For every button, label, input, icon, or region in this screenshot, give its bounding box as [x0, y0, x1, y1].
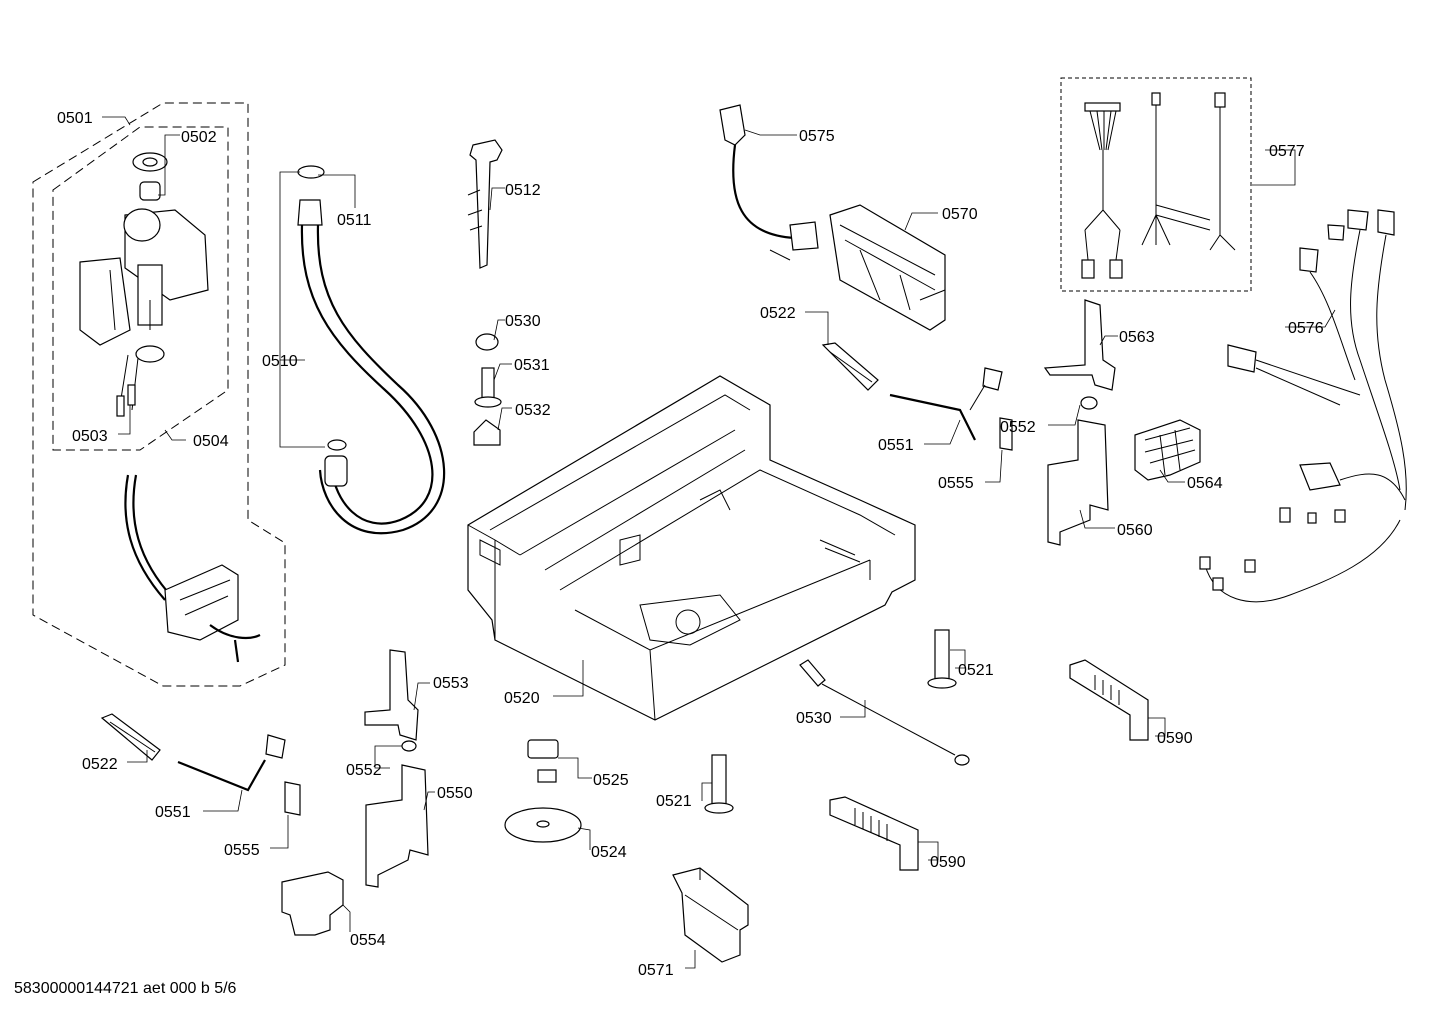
label-0571: 0571 — [638, 962, 674, 979]
label-0555-lower: 0555 — [224, 842, 260, 859]
wiring-harness-0576-drawing — [1199, 209, 1407, 603]
wiring-group-0577 — [1060, 77, 1252, 292]
label-0522-upper: 0522 — [760, 305, 796, 322]
leader-lines — [102, 116, 1336, 969]
label-0553: 0553 — [433, 675, 469, 692]
label-0590-lower: 0590 — [930, 854, 966, 871]
label-0551-upper: 0551 — [878, 437, 914, 454]
part-0571-drawing — [672, 867, 749, 963]
hinge-right-drawing — [821, 299, 1116, 546]
bracket-0564-drawing — [1134, 419, 1201, 481]
parts-0525-0524-drawing — [504, 739, 582, 843]
label-0560: 0560 — [1117, 522, 1153, 539]
label-0576: 0576 — [1288, 320, 1324, 337]
small-parts-0530-0532 — [473, 333, 502, 446]
label-0577: 0577 — [1269, 143, 1305, 160]
label-0552-lower: 0552 — [346, 762, 382, 779]
cable-0530-drawing — [799, 659, 970, 766]
label-0531: 0531 — [514, 357, 550, 374]
control-module-0570-drawing — [829, 204, 946, 331]
document-id: 58300000144721 aet 000 b 5/6 — [14, 980, 237, 997]
label-0530-upper: 0530 — [505, 313, 541, 330]
label-0520: 0520 — [504, 690, 540, 707]
label-0512: 0512 — [505, 182, 541, 199]
label-0522-lower: 0522 — [82, 756, 118, 773]
part-labels: 0501 0502 0503 0504 0510 0511 0512 0530 … — [57, 110, 1324, 979]
label-0511: 0511 — [337, 212, 372, 229]
label-0554: 0554 — [350, 932, 386, 949]
base-tub-0520-drawing — [467, 375, 916, 721]
label-0502: 0502 — [181, 129, 217, 146]
inlet-valve-drawing — [79, 152, 209, 417]
label-0532: 0532 — [515, 402, 551, 419]
label-0564: 0564 — [1187, 475, 1223, 492]
label-0524: 0524 — [591, 844, 627, 861]
label-0510: 0510 — [262, 353, 298, 370]
valve-hose — [124, 474, 166, 601]
foot-0512-drawing — [467, 139, 503, 269]
label-0555-upper: 0555 — [938, 475, 974, 492]
assembly-0501-outline — [32, 102, 286, 687]
power-cord-0575-drawing — [719, 104, 819, 261]
label-0550: 0550 — [437, 785, 473, 802]
label-0503: 0503 — [72, 428, 108, 445]
label-0552-upper: 0552 — [1000, 419, 1036, 436]
valve-bracket-drawing — [164, 564, 261, 663]
drain-hose-drawing — [297, 165, 446, 535]
label-0551-lower: 0551 — [155, 804, 191, 821]
label-0525: 0525 — [593, 772, 629, 789]
hinge-left-drawing — [364, 649, 429, 888]
feet-0521-drawing — [704, 629, 957, 814]
label-0504: 0504 — [193, 433, 229, 450]
label-0570: 0570 — [942, 206, 978, 223]
label-0563: 0563 — [1119, 329, 1155, 346]
label-0521-right: 0521 — [958, 662, 994, 679]
label-0590-right: 0590 — [1157, 730, 1193, 747]
spring-cable-left-drawing — [100, 713, 344, 936]
label-0521-lower: 0521 — [656, 793, 692, 810]
label-0575: 0575 — [799, 128, 835, 145]
bars-0590-drawing — [829, 659, 1149, 871]
label-0530-lower: 0530 — [796, 710, 832, 727]
label-0501: 0501 — [57, 110, 93, 127]
